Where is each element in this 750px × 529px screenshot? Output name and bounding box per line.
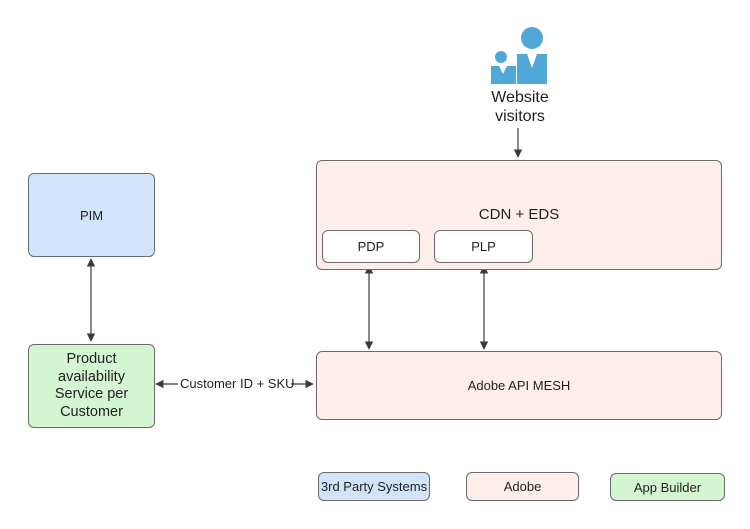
plp-node: PLP — [434, 230, 533, 263]
legend-adobe: Adobe — [466, 472, 579, 501]
service-label-line2: availability — [58, 368, 125, 385]
pim-node: PIM — [28, 173, 155, 257]
plp-label: PLP — [471, 239, 496, 254]
legend-third-party: 3rd Party Systems — [318, 472, 430, 501]
pdp-node: PDP — [322, 230, 420, 263]
visitors-label-line2: visitors — [495, 108, 545, 125]
visitors-label-line1: Website — [491, 89, 549, 106]
adobe-api-mesh-node: Adobe API MESH — [316, 351, 722, 420]
service-label-line1: Product — [66, 351, 117, 367]
service-label-line3: Service per — [54, 386, 129, 402]
pim-label: PIM — [79, 207, 104, 223]
visitors-label: Website visitors — [470, 88, 570, 126]
pdp-label: PDP — [357, 239, 385, 254]
product-availability-service-node: Product availability Service per Custome… — [28, 344, 155, 428]
legend-app-builder-label: App Builder — [633, 479, 702, 495]
legend-third-party-label: 3rd Party Systems — [320, 479, 428, 494]
legend-app-builder: App Builder — [610, 473, 725, 501]
users-icon — [490, 26, 550, 86]
service-label-line4: Customer — [60, 403, 123, 420]
customer-id-sku-label: Customer ID + SKU — [180, 376, 295, 391]
cdn-eds-label: CDN + EDS — [478, 206, 560, 223]
legend-adobe-label: Adobe — [503, 479, 542, 494]
api-mesh-label: Adobe API MESH — [467, 378, 571, 393]
